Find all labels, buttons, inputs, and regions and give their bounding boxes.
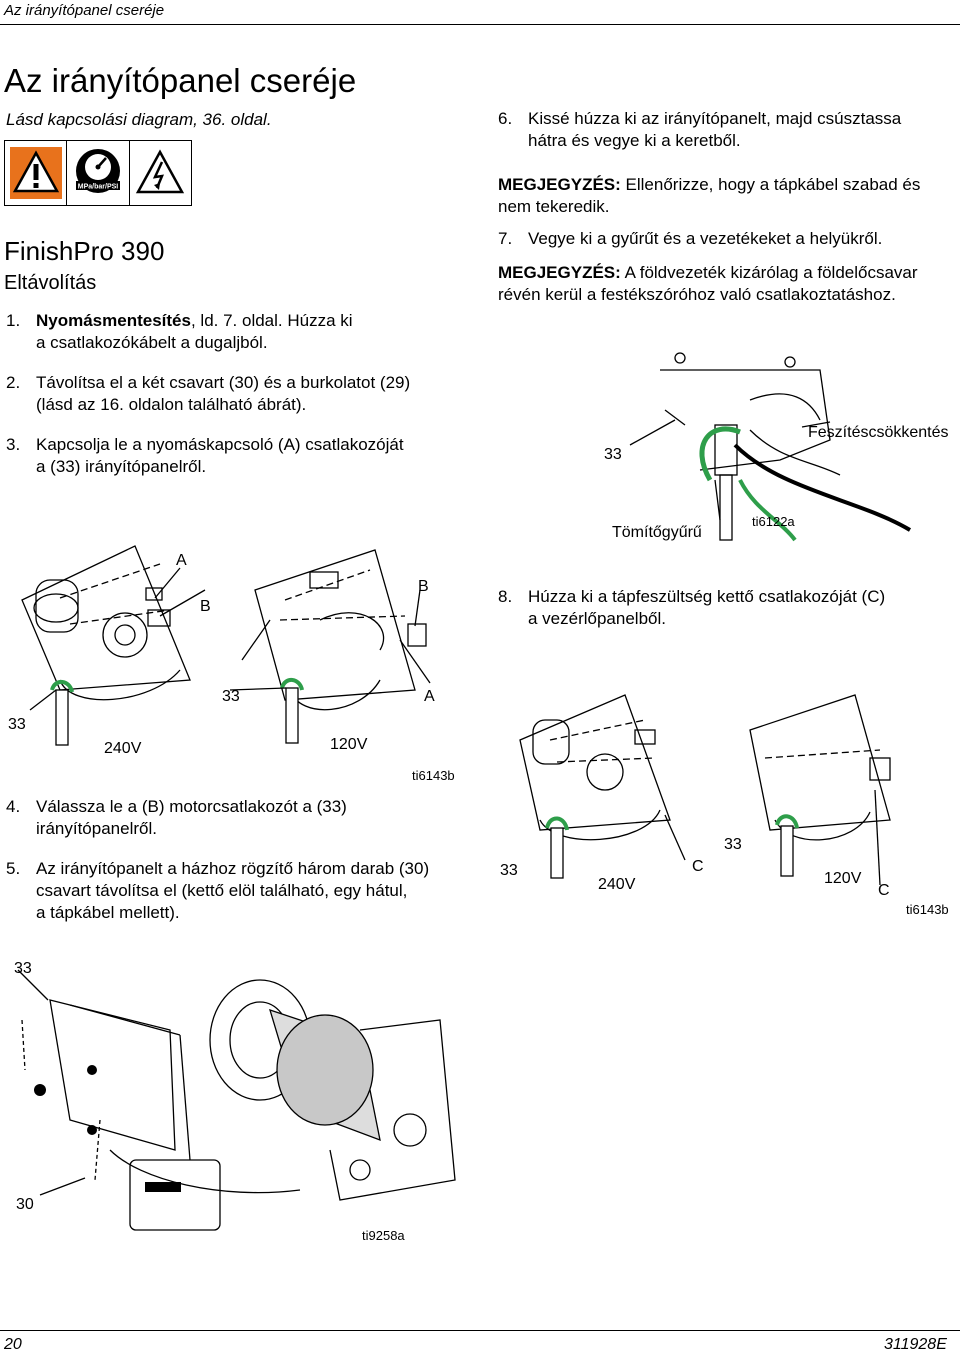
fig3-label-120v: 120V bbox=[824, 870, 862, 887]
model-heading: FinishPro 390 bbox=[4, 236, 165, 266]
fig2-id: ti6122a bbox=[752, 514, 795, 529]
pressure-gauge-icon: MPa/bar/PSI bbox=[67, 141, 130, 205]
note-1: MEGJEGYZÉS: Ellenőrizze, hogy a tápkábel… bbox=[498, 175, 921, 216]
step-8: 8. Húzza ki a tápfeszültség kettő csatla… bbox=[498, 587, 886, 628]
fig3-label-c-right: C bbox=[878, 882, 890, 899]
fig1-label-120v: 120V bbox=[330, 736, 368, 753]
fig3-label-33-left: 33 bbox=[500, 862, 518, 879]
fig4-label-30: 30 bbox=[16, 1196, 34, 1213]
fig1-label-a-right: A bbox=[424, 688, 435, 705]
fig3-label-240v: 240V bbox=[598, 876, 636, 893]
electric-shock-icon bbox=[130, 141, 191, 205]
header-rule bbox=[0, 24, 960, 25]
fig1-label-240v: 240V bbox=[104, 740, 142, 757]
pressure-caption: MPa/bar/PSI bbox=[78, 184, 119, 191]
document-number: 311928E bbox=[884, 1336, 947, 1353]
fig4-label-33: 33 bbox=[14, 960, 32, 977]
fig1-id: ti6143b bbox=[412, 768, 455, 783]
warning-icon-strip: MPa/bar/PSI bbox=[4, 140, 192, 206]
fig1-label-b-right: B bbox=[418, 578, 429, 595]
step-6: 6. Kissé húzza ki az irányítópanelt, maj… bbox=[498, 109, 902, 150]
figure-4-motor-assembly bbox=[17, 969, 456, 1231]
footer-rule bbox=[0, 1330, 960, 1331]
see-reference: Lásd kapcsolási diagram, 36. oldal. bbox=[6, 110, 272, 129]
fig2-label-grommet: Tömítőgyűrű bbox=[612, 524, 702, 541]
step-5: 5. Az irányítópanelt a házhoz rögzítő há… bbox=[6, 859, 430, 922]
figure-3-power-connector bbox=[519, 694, 891, 886]
fig1-label-a-left: A bbox=[176, 552, 187, 569]
fig3-label-c-left: C bbox=[692, 858, 704, 875]
fig3-id: ti6143b bbox=[906, 902, 949, 917]
step-1: 1. Nyomásmentesítés, ld. 7. oldal. Húzza… bbox=[6, 311, 353, 352]
step-3: 3. Kapcsolja le a nyomáskapcsoló (A) csa… bbox=[6, 435, 404, 476]
fig1-label-b-left: B bbox=[200, 598, 211, 615]
figure-2-grommet bbox=[629, 352, 912, 542]
step-7: 7. Vegye ki a gyűrűt és a vezetékeket a … bbox=[498, 229, 883, 248]
step-4: 4. Válassza le a (B) motorcsatlakozót a … bbox=[6, 797, 347, 838]
page-title: Az irányítópanel cseréje bbox=[4, 62, 357, 99]
step-2: 2. Távolítsa el a két csavart (30) és a … bbox=[6, 373, 411, 414]
fig2-label-strain-relief: Feszítéscsökkentés bbox=[808, 424, 949, 441]
fig1-label-33-left: 33 bbox=[8, 716, 26, 733]
fig2-label-33: 33 bbox=[604, 446, 622, 463]
figure-1-motor-connector bbox=[21, 545, 431, 746]
fig3-label-33-right: 33 bbox=[724, 836, 742, 853]
note-2: MEGJEGYZÉS: A földvezeték kizárólag a fö… bbox=[498, 263, 918, 304]
fig4-id: ti9258a bbox=[362, 1228, 405, 1243]
section-heading: Eltávolítás bbox=[4, 272, 97, 294]
warning-triangle-icon bbox=[5, 141, 68, 205]
fig1-label-33-right: 33 bbox=[222, 688, 240, 705]
running-header: Az irányítópanel cseréje bbox=[4, 2, 165, 19]
page-number: 20 bbox=[4, 1336, 22, 1353]
